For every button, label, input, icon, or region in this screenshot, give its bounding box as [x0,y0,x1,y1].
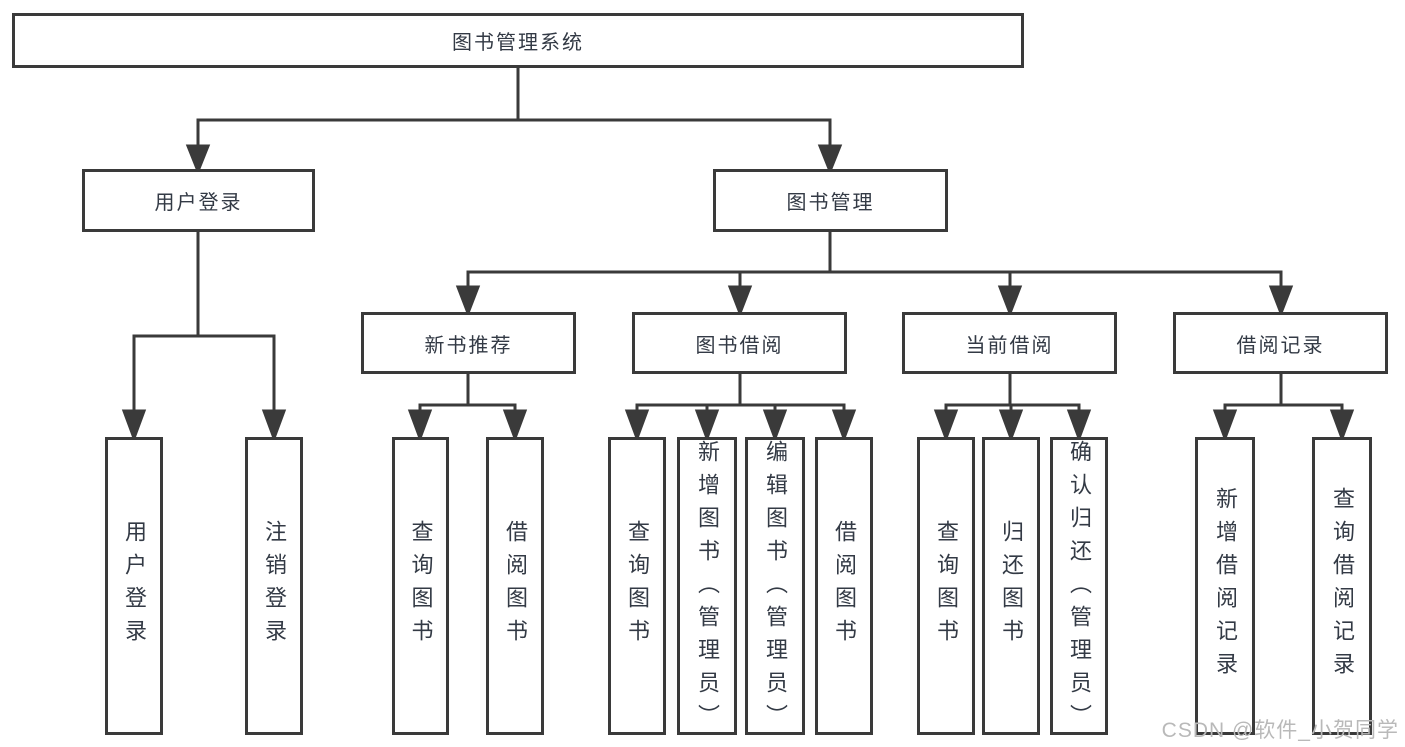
connectors-borrow-records [1212,374,1355,443]
leaf-borrow-borrow: 借阅图书 [815,437,873,735]
leaf-newbooks-query-label: 查询图书 [408,520,434,652]
arrowhead [185,144,211,176]
arrowhead [407,409,433,443]
leaf-user-login: 用户登录 [105,437,163,735]
leaf-current-confirm-admin-label: 确认归还（管理员） [1067,440,1092,737]
leaf-logout: 注销登录 [245,437,303,735]
node-book-borrowing-label: 图书借阅 [695,334,784,357]
arrowhead [817,144,843,176]
node-new-books: 新书推荐 [361,312,576,374]
connectors-new-books [407,374,528,443]
node-root: 图书管理系统 [12,13,1024,68]
arrowhead [1329,409,1355,443]
leaf-current-confirm-admin: 确认归还（管理员） [1050,437,1108,737]
leaf-newbooks-borrow-label: 借阅图书 [503,520,528,652]
connectors-current-borrowing [933,374,1092,443]
arrowhead [933,409,959,443]
leaf-logout-label: 注销登录 [262,520,287,652]
arrowhead [502,409,528,443]
leaf-records-query: 查询借阅记录 [1312,437,1372,735]
arrowhead [1268,285,1294,318]
connectors-user-login [121,230,287,443]
arrowhead [261,409,287,443]
leaf-borrow-edit-admin-label: 编辑图书（管理员） [763,440,788,737]
node-borrow-records-label: 借阅记录 [1236,334,1325,357]
leaf-current-query-label: 查询图书 [934,520,959,652]
arrowhead [1066,409,1092,443]
arrowhead [762,409,788,443]
leaf-borrow-add-admin-label: 新增图书（管理员） [695,440,720,737]
leaf-newbooks-borrow: 借阅图书 [486,437,544,735]
arrowhead [121,409,147,443]
node-new-books-label: 新书推荐 [424,334,513,357]
leaf-current-query: 查询图书 [917,437,975,735]
leaf-records-query-label: 查询借阅记录 [1330,487,1355,685]
leaf-current-return-label: 归还图书 [999,520,1024,652]
leaf-current-return: 归还图书 [982,437,1040,735]
node-borrow-records: 借阅记录 [1173,312,1388,374]
connectors-book-borrowing [624,374,857,443]
arrowhead [455,285,481,318]
node-book-management-label: 图书管理 [786,192,875,214]
leaf-records-add-label: 新增借阅记录 [1213,487,1238,685]
node-user-login: 用户登录 [82,169,315,232]
node-current-borrowing-label: 当前借阅 [965,334,1054,357]
leaf-user-login-label: 用户登录 [122,520,147,652]
arrowhead [998,409,1024,443]
node-root-label: 图书管理系统 [452,32,584,54]
connectors-book-management [455,230,1294,318]
arrowhead [624,409,650,443]
leaf-records-add: 新增借阅记录 [1195,437,1255,735]
arrowhead [727,285,753,318]
leaf-borrow-query-label: 查询图书 [625,520,650,652]
node-book-borrowing: 图书借阅 [632,312,847,374]
leaf-borrow-query: 查询图书 [608,437,666,735]
leaf-borrow-edit-admin: 编辑图书（管理员） [745,437,805,737]
csdn-watermark: CSDN @软件_小贺同学 [1161,719,1399,742]
leaf-borrow-add-admin: 新增图书（管理员） [677,437,737,737]
arrowhead [831,409,857,443]
arrowhead [997,285,1023,318]
node-current-borrowing: 当前借阅 [902,312,1117,374]
leaf-borrow-borrow-label: 借阅图书 [832,520,857,652]
connectors-root [185,66,843,176]
arrowhead [694,409,720,443]
node-user-login-label: 用户登录 [154,192,243,214]
leaf-newbooks-query: 查询图书 [392,437,449,735]
arrowhead [1212,409,1238,443]
node-book-management: 图书管理 [713,169,948,232]
